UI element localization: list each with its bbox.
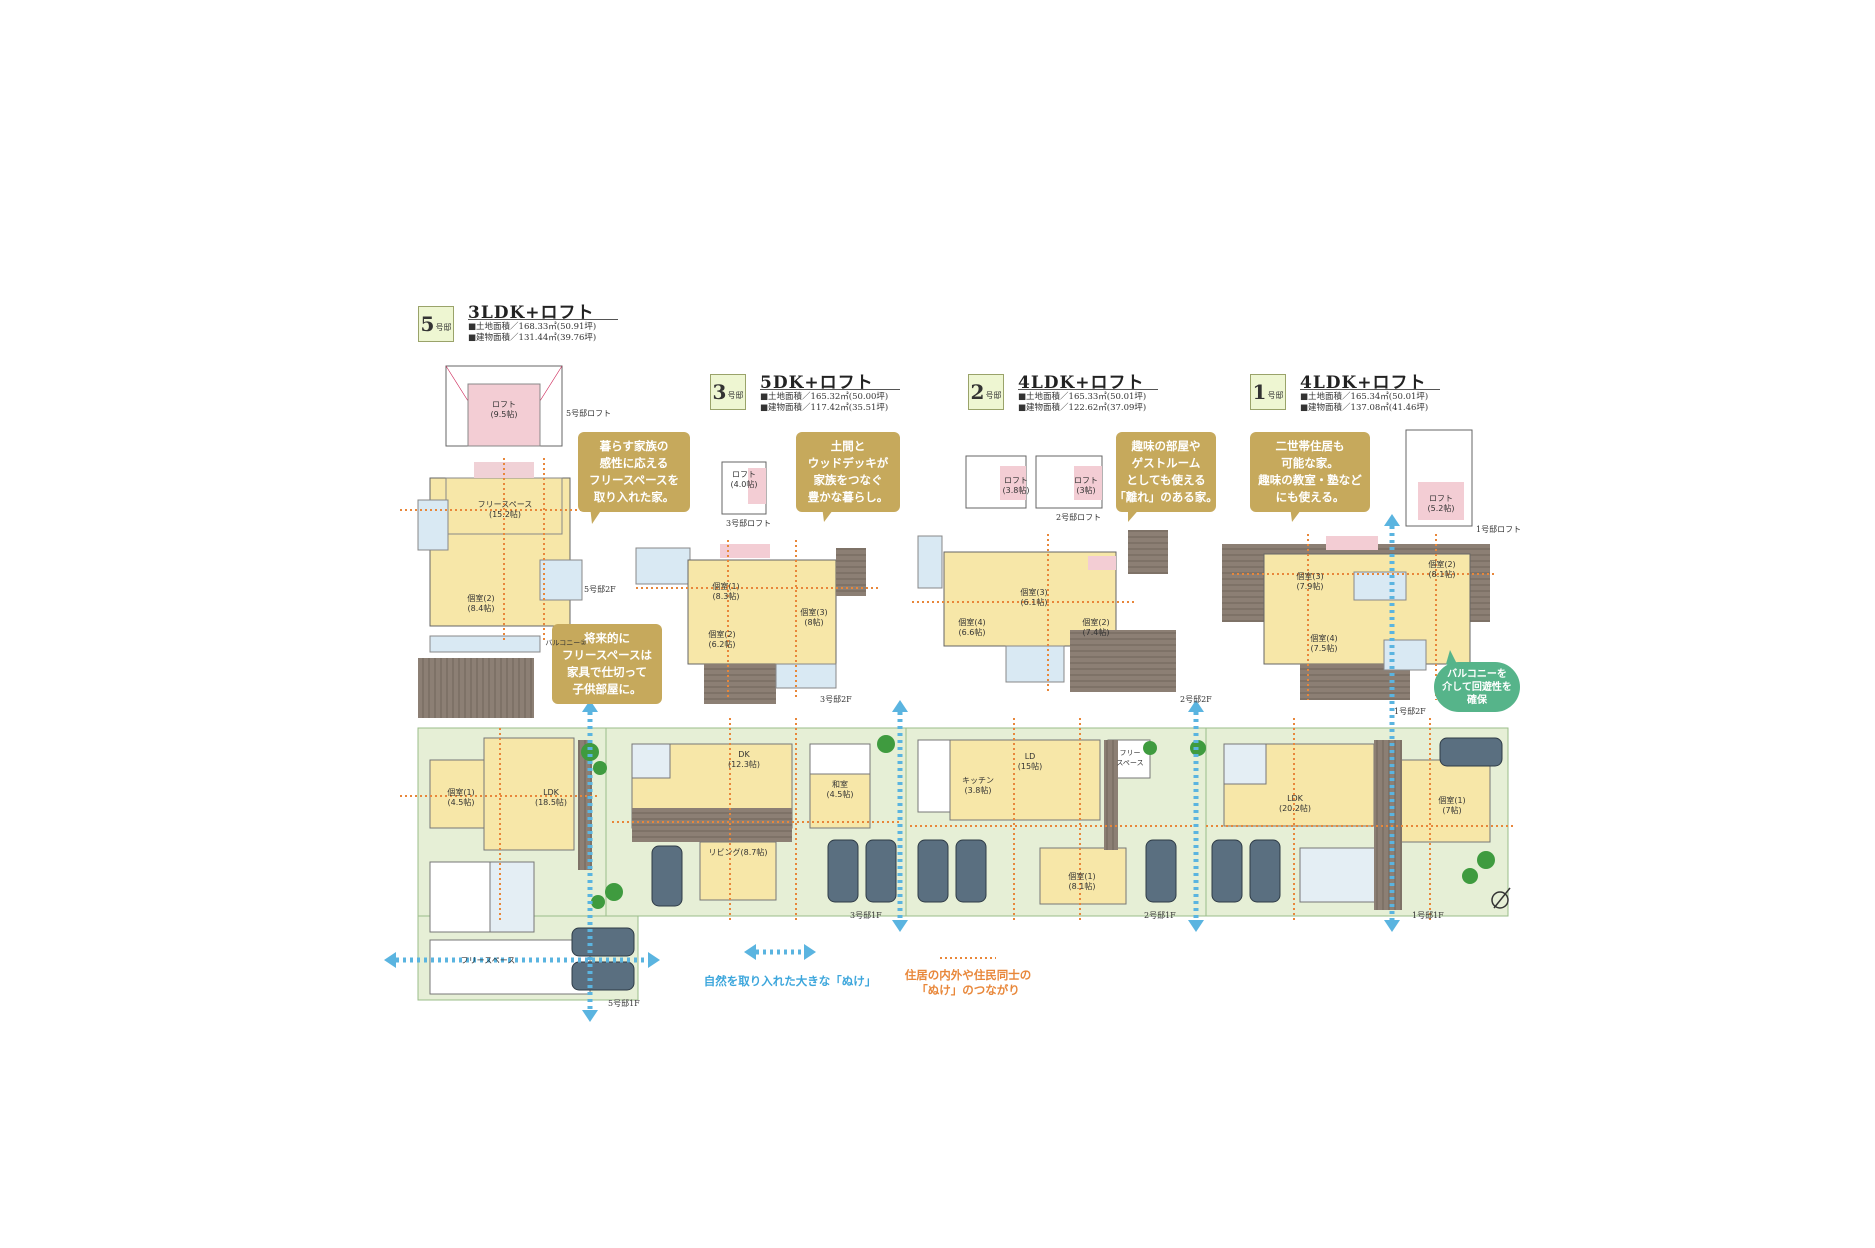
room-unit5-free-space-2f: フリースペース (15.2帖): [477, 500, 533, 519]
label-unit2-2f: 2号邸2F: [1180, 695, 1212, 704]
compass-icon: [1491, 887, 1511, 909]
label-unit3-2f: 3号邸2F: [820, 695, 852, 704]
label-unit2-1f: 2号邸1F: [1144, 911, 1176, 920]
room-unit3-loft: ロフト (4.0帖): [730, 470, 758, 489]
legend-orange-text: 住居の内外や住民同士の 「ぬけ」のつながり: [904, 968, 1032, 997]
room-unit1-loft: ロフト (5.2帖): [1427, 494, 1455, 513]
unit5-upper: [417, 365, 583, 718]
room-unit3-room1: 個室(1) (8.3帖): [712, 582, 740, 601]
room-unit1-ldk: LDK (20.2帖): [1278, 794, 1312, 813]
room-unit2-room1: 個室(1) (8.1帖): [1068, 872, 1096, 891]
unit3-upper: [635, 461, 866, 704]
room-unit2-ld: LD (15帖): [1017, 752, 1043, 771]
trees: [581, 735, 1495, 909]
unit5-building-area: ■建物面積／131.44㎡(39.76坪): [468, 333, 597, 343]
label-unit5-loft: 5号邸ロフト: [566, 409, 612, 418]
label-unit5-2f: 5号邸2F: [584, 585, 616, 594]
bubble-unit5-free-space: 暮らす家族の 感性に応える フリースペースを 取り入れた家。: [578, 432, 690, 512]
room-unit5-ldk: LDK (18.5帖): [534, 788, 568, 807]
room-unit3-washitsu: 和室 (4.5帖): [826, 780, 854, 799]
unit3-land-area: ■土地面積／165.32㎡(50.00坪): [760, 392, 889, 402]
orange-connection-arrows: [400, 458, 1516, 959]
label-unit3-loft: 3号邸ロフト: [726, 519, 772, 528]
bubble-balcony-circulation: バルコニーを 介して回遊性を 確保: [1434, 662, 1520, 712]
room-unit1-room3: 個室(3) (7.9帖): [1296, 572, 1324, 591]
room-unit2-kitchen: キッチン (3.8帖): [962, 776, 994, 795]
room-unit3-living: リビング(8.7帖): [708, 848, 768, 857]
label-unit2-loft: 2号邸ロフト: [1056, 513, 1102, 522]
room-unit2-loft2: ロフト (3帖): [1074, 476, 1098, 495]
blue-nature-arrows: [396, 526, 1395, 1010]
bubble-unit1-two-generation: 二世帯住居も 可能な家。 趣味の教室・塾など にも使える。: [1250, 432, 1370, 512]
legend-blue-text: 自然を取り入れた大きな「ぬけ」: [703, 974, 877, 988]
label-unit1-1f: 1号邸1F: [1412, 911, 1444, 920]
unit2-upper: [917, 455, 1176, 692]
unit2-building-area: ■建物面積／122.62㎡(37.09坪): [1018, 403, 1147, 413]
room-unit3-room3: 個室(3) (8帖): [800, 608, 828, 627]
room-unit2-room3: 個室(3) (6.1帖): [1020, 588, 1048, 607]
label-unit1-2f: 1号邸2F: [1394, 707, 1426, 716]
room-unit2-room2: 個室(2) (7.4帖): [1082, 618, 1110, 637]
label-unit1-loft: 1号邸ロフト: [1476, 525, 1522, 534]
label-unit3-1f: 3号邸1F: [850, 911, 882, 920]
room-unit1-room4: 個室(4) (7.5帖): [1310, 634, 1338, 653]
unit1-building-area: ■建物面積／137.08㎡(41.46坪): [1300, 403, 1429, 413]
unit2-land-area: ■土地面積／165.33㎡(50.01坪): [1018, 392, 1147, 402]
parking-cars: [571, 737, 1503, 991]
room-unit3-room2: 個室(2) (6.2帖): [708, 630, 736, 649]
unit5-land-area: ■土地面積／168.33㎡(50.91坪): [468, 322, 597, 332]
unit1-type: 4LDK+ロフト: [1300, 373, 1427, 393]
bubble-unit5-future-rooms: 将来的に フリースペースは 家具で仕切って 子供部屋に。: [552, 624, 662, 704]
room-unit5-balcony: バルコニー②: [545, 639, 587, 647]
room-unit1-room2: 個室(2) (8.1帖): [1428, 560, 1456, 579]
bubble-unit3-deck: 土間と ウッドデッキが 家族をつなぐ 豊かな暮らし。: [796, 432, 900, 512]
unit1-land-area: ■土地面積／165.34㎡(50.01坪): [1300, 392, 1429, 402]
room-unit2-loft1: ロフト (3.8帖): [1002, 476, 1030, 495]
room-unit2-free-space: フリー スペース: [1116, 749, 1144, 767]
blue-arrowheads: [384, 514, 1400, 1022]
room-unit1-room1: 個室(1) (7帖): [1438, 796, 1466, 815]
bubble-unit2-annex: 趣味の部屋や ゲストルーム としても使える 「離れ」のある家。: [1114, 432, 1218, 512]
ground-floor-site: [417, 727, 1509, 1001]
room-unit5-room1: 個室(1) (4.5帖): [447, 788, 475, 807]
room-unit2-room4: 個室(4) (6.6帖): [958, 618, 986, 637]
unit5-type: 3LDK+ロフト: [468, 303, 595, 323]
label-unit5-1f: 5号邸1F: [608, 999, 640, 1008]
room-unit5-free-space-1f: フリースペース: [460, 956, 516, 965]
unit1-upper: [1222, 429, 1490, 700]
unit2-type: 4LDK+ロフト: [1018, 373, 1145, 393]
room-unit5-room2: 個室(2) (8.4帖): [467, 594, 495, 613]
room-unit5-loft: ロフト (9.5帖): [490, 400, 518, 419]
unit3-type: 5DK+ロフト: [760, 373, 874, 393]
room-unit3-dk: DK (12.3帖): [727, 750, 761, 769]
unit3-building-area: ■建物面積／117.42㎡(35.51坪): [760, 403, 889, 413]
